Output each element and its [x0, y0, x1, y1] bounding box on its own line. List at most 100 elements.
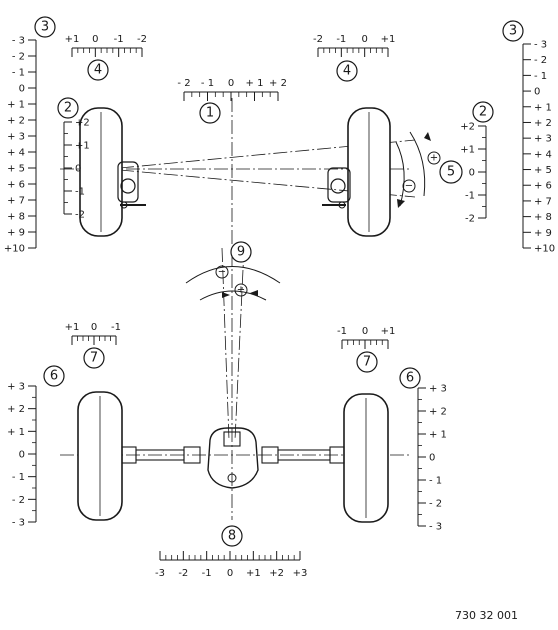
rear-right-wheel [343, 393, 389, 523]
camber-scale-rear-left: + 3+ 2+ 10- 1- 2- 3 [7, 382, 37, 529]
svg-text:−: − [405, 181, 413, 192]
scale-label: 0 [91, 322, 97, 333]
scale-label: + 3 [429, 384, 447, 395]
scale-label: 0 [534, 87, 540, 98]
scale-label: 0 [429, 453, 435, 464]
scale-label: 0 [228, 78, 234, 89]
scale-label: - 1 [201, 78, 214, 89]
scale-label: + 1 [429, 430, 447, 441]
scale-label: 0 [361, 34, 367, 45]
scale-label: + 9 [534, 228, 552, 239]
scale-label: 0 [19, 84, 25, 95]
scale-label: - 2 [177, 78, 190, 89]
scale-label: + 4 [534, 149, 552, 160]
scale-label: +1 [75, 141, 90, 152]
scale-label: - 1 [429, 476, 442, 487]
scale-label: +2 [460, 122, 475, 133]
toe-in-arcs-front [395, 131, 431, 208]
rear-left-axle-shaft [121, 446, 201, 464]
scale-label: 0 [362, 326, 368, 337]
scale-label: - 3 [534, 40, 547, 51]
scale-label: + 6 [7, 180, 25, 191]
scale-label: +1 [381, 326, 396, 337]
thrust-line-right [234, 247, 245, 441]
scale-label: 0 [92, 34, 98, 45]
scale-label: + 8 [7, 212, 25, 223]
measurement-scales: - 3- 2- 10+ 1+ 2+ 3+ 4+ 5+ 6+ 7+ 8+ 9+10… [4, 34, 555, 579]
svg-text:7: 7 [363, 355, 371, 370]
minus-sign-front-toe: − [402, 179, 416, 193]
svg-text:4: 4 [343, 64, 351, 79]
camber-scale-front-left: - 3- 2- 10+ 1+ 2+ 3+ 4+ 5+ 6+ 7+ 8+ 9+10 [4, 36, 37, 255]
rear-right-axle-shaft [261, 446, 345, 464]
scale-label: +1 [65, 34, 80, 45]
svg-text:6: 6 [406, 371, 414, 386]
scale-label: + 3 [7, 382, 25, 393]
front-left-wheel [79, 107, 123, 237]
scale-label: -2 [313, 34, 323, 45]
scale-label: -2 [178, 568, 188, 579]
scale-label: - 3 [429, 522, 442, 533]
callout-4-right: 4 [336, 60, 358, 82]
scale-label: + 6 [534, 181, 552, 192]
scale-label: + 4 [7, 148, 25, 159]
svg-text:9: 9 [237, 245, 245, 260]
svg-text:2: 2 [64, 101, 72, 116]
scale-label: + 2 [269, 78, 287, 89]
scale-label: + 7 [534, 196, 552, 207]
scale-label: - 2 [429, 499, 442, 510]
front-left-hub [117, 161, 146, 209]
scale-label: + 7 [7, 196, 25, 207]
scale-label: + 2 [534, 118, 552, 129]
scale-label: + 5 [7, 164, 25, 175]
scale-label: +1 [381, 34, 396, 45]
scale-label: +2 [269, 568, 284, 579]
scale-label: + 2 [429, 407, 447, 418]
caster-scale-front-right: +2+10-1-2 [460, 122, 487, 225]
scale-label: - 3 [12, 518, 25, 529]
scale-label: - 1 [534, 71, 547, 82]
scale-label: + 1 [7, 427, 25, 438]
svg-text:+: + [430, 153, 438, 164]
scale-label: - 1 [12, 472, 25, 483]
differential-housing [207, 427, 259, 489]
scale-label: + 1 [246, 78, 264, 89]
scale-label: +1 [65, 322, 80, 333]
minus-sign-thrust: − [215, 265, 229, 279]
scale-label: +2 [75, 118, 90, 129]
front-right-wheel [347, 107, 391, 237]
scale-label: -1 [336, 34, 346, 45]
scale-label: 0 [469, 168, 475, 179]
svg-text:5: 5 [447, 165, 455, 180]
svg-text:3: 3 [41, 20, 49, 35]
scale-label: -2 [75, 210, 85, 221]
figure-reference-number: 730 32 001 [455, 609, 518, 622]
scale-label: + 2 [7, 404, 25, 415]
callout-6-left: 6 [43, 365, 65, 387]
scale-label: +10 [4, 244, 25, 255]
scale-label: +3 [293, 568, 308, 579]
callout-7-left: 7 [83, 347, 105, 369]
scale-label: - 2 [534, 55, 547, 66]
plus-sign-front-toe: + [427, 151, 441, 165]
scale-label: - 3 [12, 36, 25, 47]
toe-scale-rear-right: -1 0 +1 [337, 326, 395, 349]
callout-7-right: 7 [356, 351, 378, 373]
front-right-hub [322, 167, 351, 209]
svg-text:7: 7 [90, 351, 98, 366]
callout-5: 5 [439, 160, 463, 184]
scale-label: 0 [75, 164, 81, 175]
scale-label: -1 [337, 326, 347, 337]
rear-left-wheel [77, 391, 123, 521]
svg-text:6: 6 [50, 369, 58, 384]
thrust-angle-arcs [185, 266, 281, 301]
scale-label: +1 [246, 568, 261, 579]
scale-label: + 2 [7, 116, 25, 127]
callout-3-left: 3 [34, 16, 56, 38]
scale-label: -1 [465, 191, 475, 202]
callout-8: 8 [221, 525, 243, 547]
svg-text:3: 3 [509, 24, 517, 39]
